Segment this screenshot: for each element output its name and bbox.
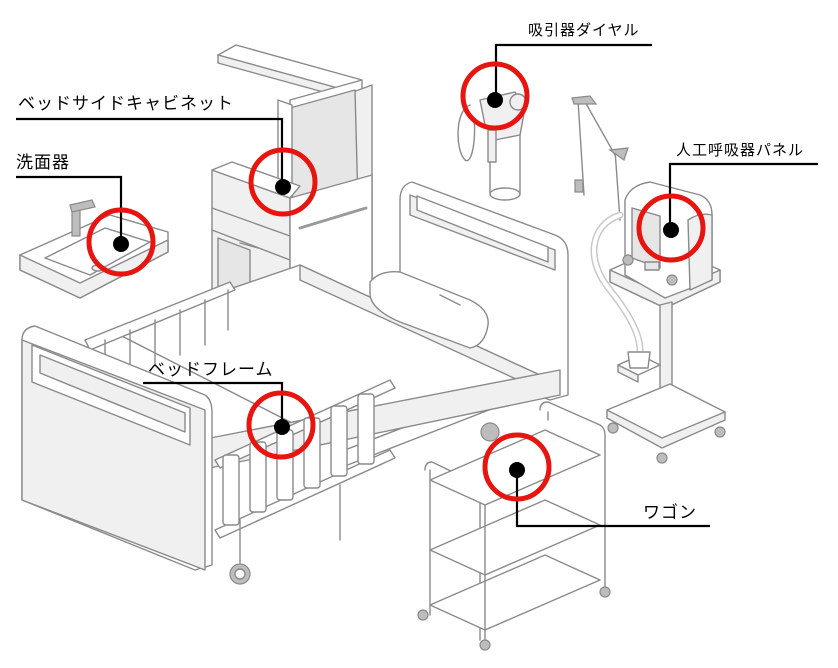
callout-bedside-cabinet bbox=[16, 117, 318, 217]
label-ventilator-panel: 人工呼吸器パネル bbox=[676, 141, 805, 159]
marker-dot bbox=[487, 92, 503, 108]
washbasin bbox=[19, 199, 169, 299]
iv-pole bbox=[571, 95, 629, 221]
marker-dot bbox=[509, 462, 525, 478]
marker-dot bbox=[274, 419, 290, 435]
callout-suction-dial bbox=[460, 43, 652, 131]
label-suction-dial: 吸引器ダイヤル bbox=[528, 21, 640, 39]
bed bbox=[21, 181, 569, 585]
label-wagon: ワゴン bbox=[643, 503, 697, 523]
callout-washbasin bbox=[16, 175, 156, 277]
label-bed-frame: ベッドフレーム bbox=[148, 360, 274, 380]
marker-dot bbox=[113, 236, 129, 252]
label-washbasin: 洗面器 bbox=[16, 153, 70, 173]
ventilator bbox=[590, 181, 726, 464]
label-bedside-cabinet: ベッドサイドキャビネット bbox=[18, 94, 234, 114]
marker-dot bbox=[275, 179, 291, 195]
callout-ventilator-panel bbox=[636, 162, 818, 263]
callout-wagon bbox=[482, 432, 710, 528]
callout-bed-frame bbox=[143, 381, 316, 460]
marker-dot bbox=[663, 222, 679, 238]
suction-device bbox=[457, 91, 527, 201]
